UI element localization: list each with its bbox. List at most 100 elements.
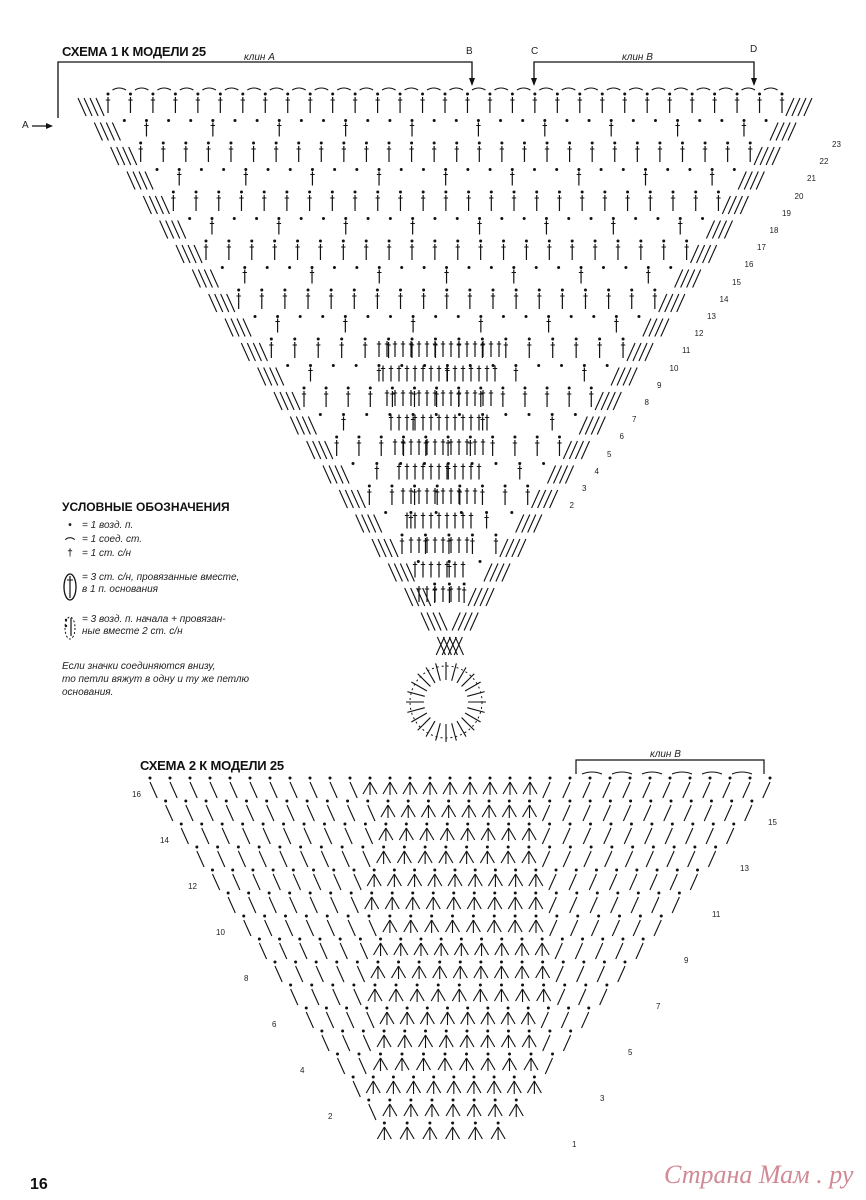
chain-stitch bbox=[532, 168, 536, 171]
v-stitch-right bbox=[527, 1011, 536, 1025]
chain-stitch bbox=[690, 92, 694, 96]
chain-stitch bbox=[527, 413, 531, 416]
v-stitch-left bbox=[424, 919, 433, 933]
chain-stitch bbox=[639, 239, 643, 243]
slanted-stitch bbox=[227, 896, 236, 914]
chain-stitch bbox=[377, 266, 381, 269]
chain-stitch bbox=[274, 141, 278, 145]
chain-stitch bbox=[634, 217, 638, 220]
v-stitch-left bbox=[528, 896, 537, 910]
slanted-stitch bbox=[670, 293, 680, 313]
v-stitch-right bbox=[369, 781, 378, 795]
chain-stitch bbox=[669, 266, 673, 269]
chain-stitch bbox=[472, 1075, 476, 1079]
ring-stitch bbox=[467, 707, 485, 713]
slanted-stitch bbox=[580, 440, 590, 460]
v-stitch-right bbox=[434, 873, 443, 887]
chain-stitch bbox=[492, 1075, 496, 1079]
slip-stitch bbox=[516, 87, 531, 91]
slanted-stitch bbox=[581, 1011, 590, 1029]
v-stitch-left bbox=[418, 1034, 426, 1048]
chain-stitch bbox=[590, 141, 594, 145]
slanted-stitch bbox=[548, 896, 557, 914]
slanted-stitch bbox=[574, 440, 584, 460]
scheme2-klin-v-label: клин В bbox=[650, 749, 681, 760]
slip-stitch bbox=[359, 87, 374, 91]
ring-stitch bbox=[407, 691, 425, 697]
slanted-stitch bbox=[541, 850, 551, 868]
chain-stitch bbox=[480, 337, 484, 341]
chain-stitch bbox=[535, 435, 539, 439]
chain-stitch bbox=[425, 822, 429, 826]
slanted-stitch bbox=[95, 97, 105, 117]
chain-stitch bbox=[730, 799, 734, 803]
slanted-stitch bbox=[208, 293, 218, 313]
v-stitch-right bbox=[429, 781, 438, 795]
chain-stitch bbox=[502, 239, 506, 243]
scheme1-klin-a-label: клин А bbox=[244, 52, 275, 63]
slanted-stitch bbox=[705, 220, 716, 239]
v-stitch-right bbox=[395, 988, 404, 1002]
chain-stitch bbox=[524, 315, 528, 318]
slanted-stitch bbox=[686, 269, 696, 288]
chain-stitch bbox=[310, 168, 314, 171]
v-stitch-right bbox=[412, 896, 421, 910]
chain-stitch bbox=[551, 337, 555, 341]
slip-stitch bbox=[641, 771, 663, 775]
slanted-stitch bbox=[568, 873, 577, 891]
slanted-stitch bbox=[441, 636, 451, 656]
slanted-stitch bbox=[185, 804, 194, 822]
ring-stitch bbox=[456, 667, 467, 684]
scheme2-row-number-left: 16 bbox=[132, 790, 141, 799]
ring-stitch bbox=[461, 673, 475, 687]
chain-stitch bbox=[532, 1075, 536, 1079]
v-stitch-left bbox=[534, 942, 543, 956]
slanted-stitch bbox=[243, 919, 252, 937]
v-stitch-left bbox=[521, 1034, 530, 1048]
chain-stitch bbox=[352, 868, 356, 872]
chain-stitch bbox=[468, 435, 472, 439]
legend-item-text-line1: = 3 ст. с/н, провязанные вместе, bbox=[82, 572, 240, 583]
slanted-stitch bbox=[410, 587, 420, 607]
slip-stitch bbox=[731, 771, 753, 775]
chain-stitch bbox=[675, 868, 679, 872]
slanted-stitch bbox=[590, 416, 600, 435]
v-stitch-right bbox=[445, 850, 454, 864]
chain-stitch bbox=[331, 92, 335, 96]
chain-stitch bbox=[318, 413, 322, 416]
slanted-stitch bbox=[393, 563, 403, 582]
v-stitch-left bbox=[460, 1011, 469, 1025]
chain-stitch bbox=[758, 92, 762, 96]
slanted-stitch bbox=[389, 538, 399, 558]
chain-stitch bbox=[329, 288, 333, 292]
slanted-stitch bbox=[301, 416, 311, 435]
v-stitch-left bbox=[472, 988, 481, 1002]
chain-stitch bbox=[458, 960, 462, 964]
slip-stitch bbox=[247, 87, 262, 91]
chain-stitch bbox=[283, 288, 287, 292]
chain-stitch bbox=[419, 937, 423, 941]
chain-stitch bbox=[379, 937, 383, 941]
v-stitch-left bbox=[440, 1011, 448, 1025]
v-stitch-left bbox=[467, 873, 476, 887]
v-stitch-left bbox=[400, 804, 409, 818]
v-stitch-right bbox=[374, 988, 383, 1002]
chain-stitch bbox=[424, 435, 428, 439]
slanted-stitch bbox=[377, 538, 387, 558]
v-stitch-left bbox=[465, 919, 474, 933]
chain-stitch bbox=[357, 435, 361, 439]
slanted-stitch bbox=[334, 465, 344, 484]
chain-stitch bbox=[547, 315, 551, 318]
chain-stitch bbox=[392, 868, 396, 872]
chain-stitch bbox=[173, 92, 177, 96]
slanted-stitch bbox=[599, 988, 608, 1006]
chain-stitch bbox=[513, 891, 517, 895]
slanted-stitch bbox=[242, 827, 251, 845]
chain-stitch bbox=[500, 141, 504, 145]
arrow-d-icon bbox=[751, 78, 757, 86]
scheme2-row-number-left: 6 bbox=[272, 1020, 277, 1029]
slanted-stitch bbox=[608, 873, 618, 891]
chain-stitch bbox=[668, 776, 672, 780]
